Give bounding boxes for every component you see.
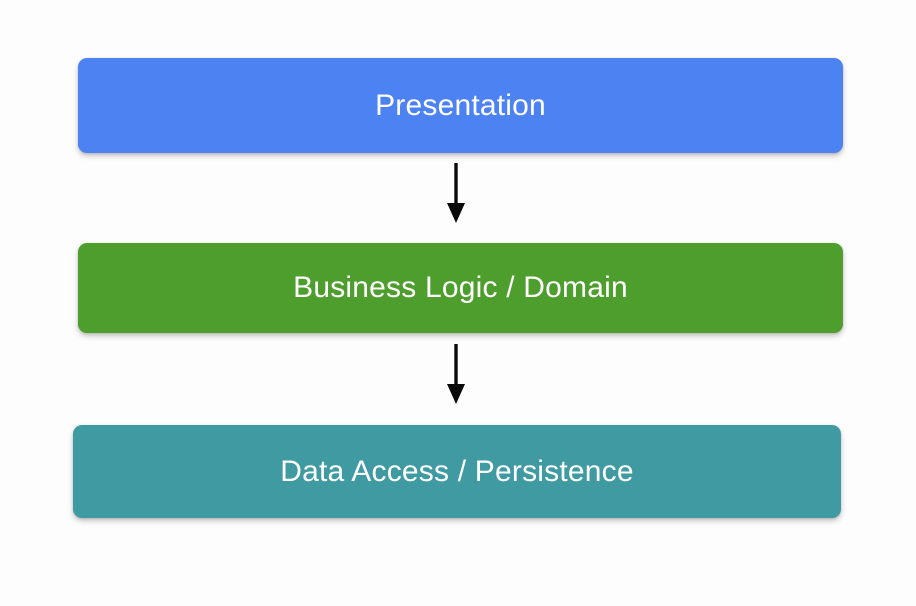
layer-box-data-access[interactable]: Data Access / Persistence <box>73 425 841 518</box>
layer-label-data-access: Data Access / Persistence <box>280 454 634 488</box>
layer-box-business-logic[interactable]: Business Logic / Domain <box>78 243 843 333</box>
layer-box-presentation[interactable]: Presentation <box>78 58 843 153</box>
arrow-down-icon-business-to-data <box>447 344 465 404</box>
layer-label-business-logic: Business Logic / Domain <box>293 271 628 304</box>
arrow-down-icon-presentation-to-business <box>447 163 465 223</box>
layer-label-presentation: Presentation <box>375 88 546 122</box>
